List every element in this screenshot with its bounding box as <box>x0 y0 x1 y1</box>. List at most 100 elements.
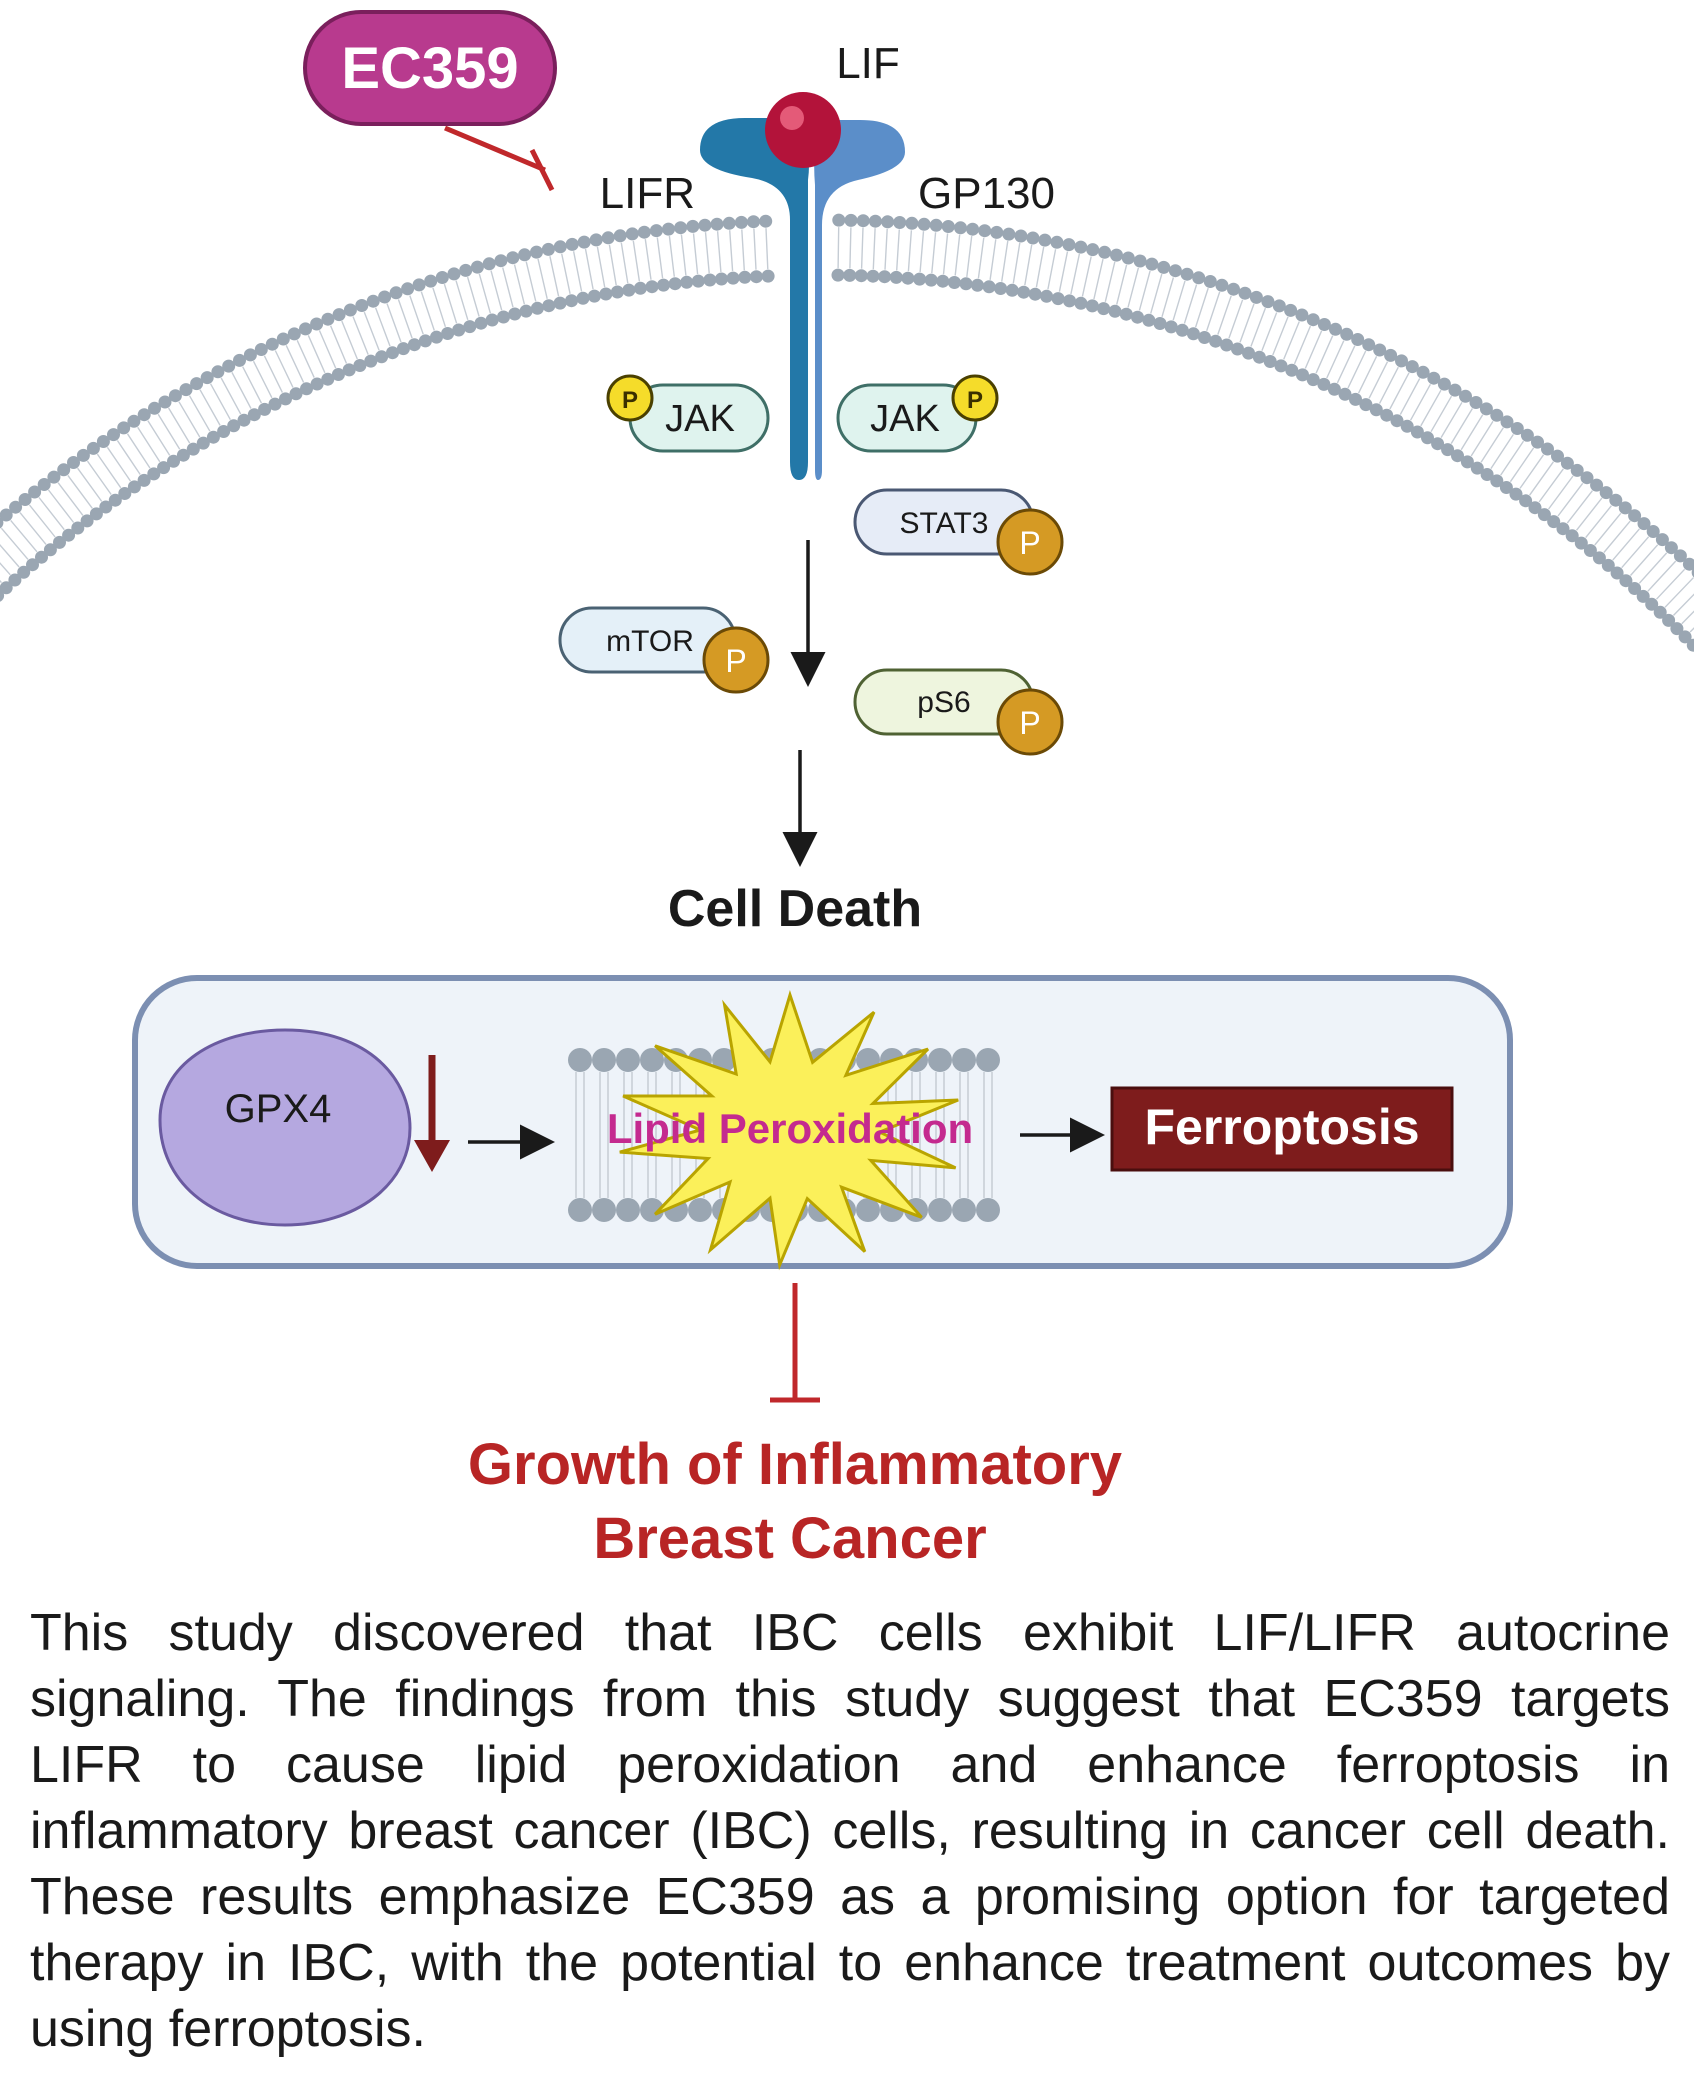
membrane-head <box>1227 282 1240 296</box>
membrane-head <box>508 307 522 321</box>
membrane-head <box>878 270 892 284</box>
phospho-stat3-label: P <box>1019 525 1040 561</box>
membrane-head <box>530 245 543 259</box>
gpx4-label: GPX4 <box>225 1087 332 1131</box>
membrane-head <box>831 268 845 282</box>
membrane-head <box>1670 622 1684 636</box>
lifr-label: LIFR <box>600 169 695 218</box>
membrane-head <box>108 493 122 507</box>
membrane-head <box>276 332 290 346</box>
outcome-line-2: Breast Cancer <box>593 1506 986 1570</box>
membrane-head <box>1284 303 1298 317</box>
membrane-head <box>633 281 647 295</box>
membrane-head <box>148 401 161 415</box>
membrane-head <box>506 251 520 265</box>
membrane-head <box>978 224 992 238</box>
membrane-head <box>726 271 740 285</box>
membrane-head <box>57 463 71 477</box>
membrane-head <box>389 286 403 300</box>
membrane-head <box>1097 302 1111 316</box>
membrane-head <box>447 267 461 281</box>
membrane-head <box>396 342 410 356</box>
membrane-head <box>954 221 967 235</box>
membrane-head <box>982 280 996 294</box>
ferroptosis-node: Ferroptosis <box>1110 1086 1454 1172</box>
membrane-head <box>1416 365 1430 379</box>
membrane-head <box>1459 389 1472 403</box>
membrane-head <box>364 354 378 368</box>
stat3-label: STAT3 <box>900 507 989 540</box>
membrane-head <box>576 291 590 305</box>
membrane-head <box>167 454 180 468</box>
membrane-head <box>1002 227 1016 241</box>
membrane-head <box>649 224 663 238</box>
membrane-head <box>613 229 627 243</box>
membrane-head <box>1317 318 1331 331</box>
membrane-head <box>62 528 76 542</box>
membrane-head <box>1329 322 1342 336</box>
membrane-head <box>1186 327 1200 341</box>
membrane-head <box>1085 299 1099 313</box>
membrane-head <box>67 456 80 469</box>
membrane-head <box>990 225 1004 239</box>
membrane-head <box>901 271 915 285</box>
membrane-head <box>157 461 171 475</box>
membrane-head <box>1306 373 1320 387</box>
gp130-label: GP130 <box>918 169 1055 218</box>
membrane-head <box>1038 233 1052 247</box>
membrane-head <box>1231 342 1244 356</box>
lipid-head <box>616 1198 640 1222</box>
membrane-head <box>1338 387 1352 401</box>
membrane-head <box>1451 449 1464 463</box>
membrane-head <box>80 514 94 528</box>
membrane-head <box>1175 323 1189 337</box>
membrane-head <box>542 299 556 313</box>
membrane-head <box>254 343 268 356</box>
membrane-head <box>645 280 659 294</box>
membrane-head <box>662 222 675 236</box>
jak-left: JAK P <box>606 374 770 453</box>
membrane-head <box>929 218 943 232</box>
membrane-head <box>947 276 961 289</box>
membrane-head <box>118 487 132 500</box>
down-arrow-icon <box>414 1055 450 1172</box>
outcome-line-1: Growth of Inflammatory <box>468 1432 1122 1497</box>
membrane-head <box>589 233 603 247</box>
membrane-head <box>137 473 151 487</box>
membrane-head <box>698 218 712 232</box>
membrane-head <box>1252 350 1266 364</box>
membrane-head <box>1628 582 1642 595</box>
membrane-head <box>378 290 392 304</box>
membrane-head <box>577 235 591 249</box>
membrane-head <box>86 441 100 455</box>
membrane-head <box>1421 431 1434 445</box>
lipid-head <box>688 1198 712 1222</box>
membrane-head <box>1531 435 1544 449</box>
membrane-head <box>310 317 324 331</box>
membrane-head <box>1108 304 1122 318</box>
membrane-head <box>843 268 857 282</box>
membrane-head <box>832 213 846 227</box>
ec359-drug: EC359 <box>303 10 557 126</box>
membrane-head <box>17 565 31 579</box>
membrane-head <box>854 269 868 283</box>
phospho-jak-right <box>951 374 999 422</box>
membrane-head <box>601 231 615 245</box>
membrane-head <box>1145 257 1159 271</box>
membrane-head <box>734 215 748 229</box>
membrane-head <box>1556 522 1570 536</box>
membrane-head <box>127 414 141 428</box>
membrane-head <box>366 294 380 308</box>
membrane-head <box>856 214 870 228</box>
membrane-head <box>1373 343 1387 357</box>
membrane-tails <box>0 227 1694 633</box>
membrane-head <box>1592 551 1606 565</box>
membrane-head <box>127 480 141 494</box>
membrane-head <box>881 215 895 229</box>
membrane-head <box>1249 290 1263 304</box>
membrane-head <box>1601 558 1615 572</box>
membrane-head <box>71 521 85 535</box>
membrane-head <box>1110 248 1123 262</box>
membrane-head <box>407 338 421 352</box>
membrane-head <box>668 277 682 291</box>
